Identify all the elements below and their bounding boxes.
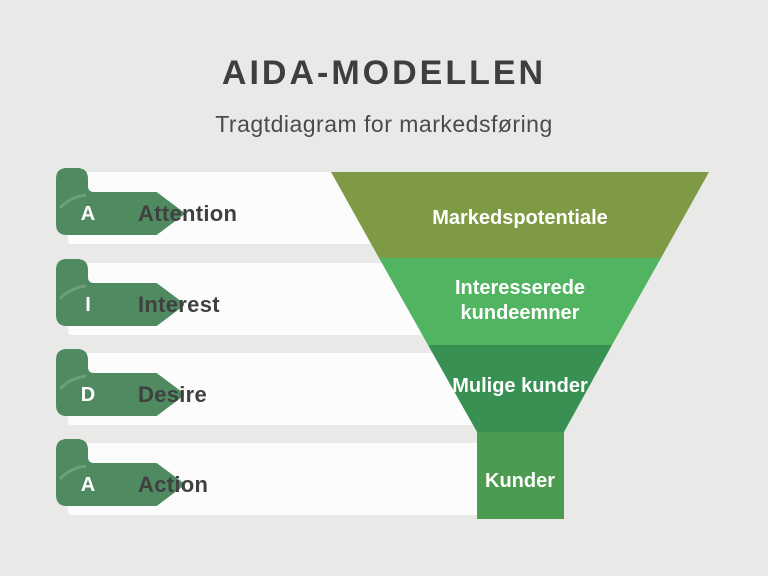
funnel-label-mulige-kunder: Mulige kunder (452, 374, 588, 397)
badge-letter-a1: A (80, 202, 96, 225)
funnel-segment-markedspotentiale (331, 172, 709, 258)
funnel-label-kunder: Kunder (485, 469, 555, 492)
row-label-action: Action (138, 472, 209, 497)
badge-interest (56, 259, 184, 326)
badge-attention (56, 168, 184, 235)
row-label-attention: Attention (138, 201, 238, 226)
funnel-label-markedspotentiale: Markedspotentiale (432, 206, 608, 229)
row-label-desire: Desire (138, 382, 208, 407)
funnel-label-interesserede-kundeemner: Interesserede kundeemner (454, 277, 586, 324)
badge-desire (56, 349, 184, 416)
funnel-segment-kunder (477, 432, 564, 519)
row-label-interest: Interest (138, 292, 220, 317)
badge-action (56, 439, 184, 506)
funnel-segment-interesserede (379, 258, 661, 345)
badge-letter-a2: A (80, 473, 96, 496)
badge-letter-i: I (85, 293, 91, 316)
funnel-segment-mulige-kunder (428, 345, 612, 432)
badge-letter-d: D (80, 383, 96, 406)
page-title: AIDA-MODELLEN (221, 54, 547, 92)
page-subtitle: Tragtdiagram for markedsføring (215, 111, 553, 137)
